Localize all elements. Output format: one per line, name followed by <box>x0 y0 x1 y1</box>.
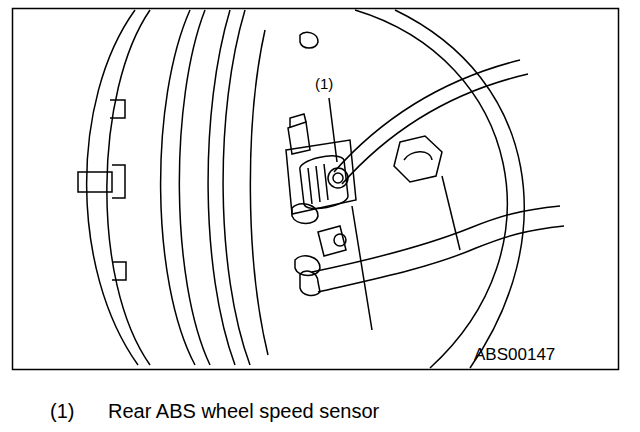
hub-drawing <box>78 10 564 368</box>
callout-number: (1) <box>50 401 74 421</box>
figure-code: ABS00147 <box>474 346 555 363</box>
figure-frame <box>13 9 619 370</box>
callout-number: (1) <box>315 76 333 91</box>
part-name: Rear ABS wheel speed sensor <box>108 401 379 421</box>
leader-line <box>329 98 337 162</box>
